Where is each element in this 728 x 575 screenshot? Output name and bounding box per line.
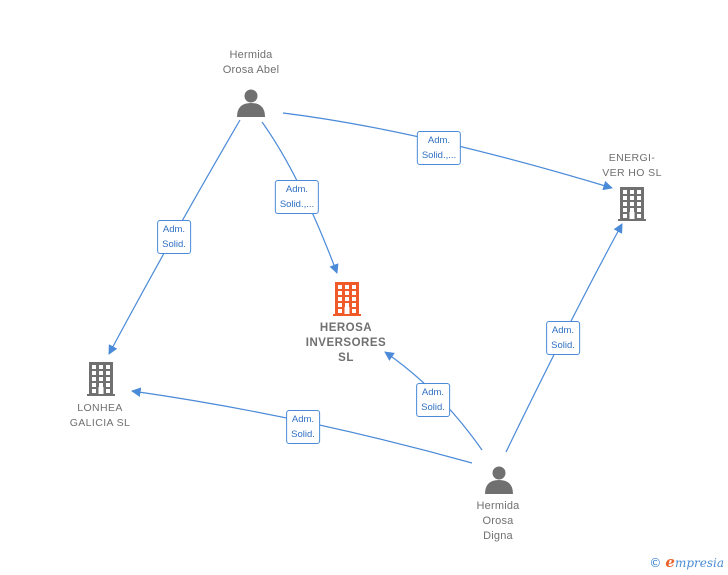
building-icon[interactable]: [333, 282, 361, 316]
node-label-hermida-abel[interactable]: Hermida Orosa Abel: [222, 49, 280, 76]
copyright-footer: ©empresia: [649, 553, 724, 571]
node-label-hermida-digna[interactable]: Hermida Orosa Digna: [476, 500, 520, 542]
edge-label-abel-herosa[interactable]: Adm. Solid.,...: [274, 180, 320, 214]
edge-label-digna-lonhea[interactable]: Adm. Solid.: [286, 410, 320, 444]
copyright-symbol: ©: [649, 556, 662, 570]
edge-label-digna-energi[interactable]: Adm. Solid.: [546, 321, 580, 355]
empresia-logo-initial: e: [665, 553, 675, 571]
edge-label-abel-lonhea[interactable]: Adm. Solid.: [157, 220, 191, 254]
edge-label-digna-herosa[interactable]: Adm. Solid.: [416, 383, 450, 417]
building-icon[interactable]: [87, 362, 115, 396]
edge-label-abel-energi[interactable]: Adm. Solid.,...: [416, 131, 462, 165]
node-label-herosa[interactable]: HEROSA INVERSORES SL: [305, 322, 387, 364]
empresia-logo-text: mpresia: [674, 556, 724, 570]
node-label-energi[interactable]: ENERGI- VER HO SL: [602, 152, 662, 179]
building-icon[interactable]: [618, 187, 646, 221]
person-icon[interactable]: [237, 89, 265, 118]
node-label-lonhea[interactable]: LONHEA GALICIA SL: [69, 402, 131, 429]
person-icon[interactable]: [485, 466, 513, 495]
